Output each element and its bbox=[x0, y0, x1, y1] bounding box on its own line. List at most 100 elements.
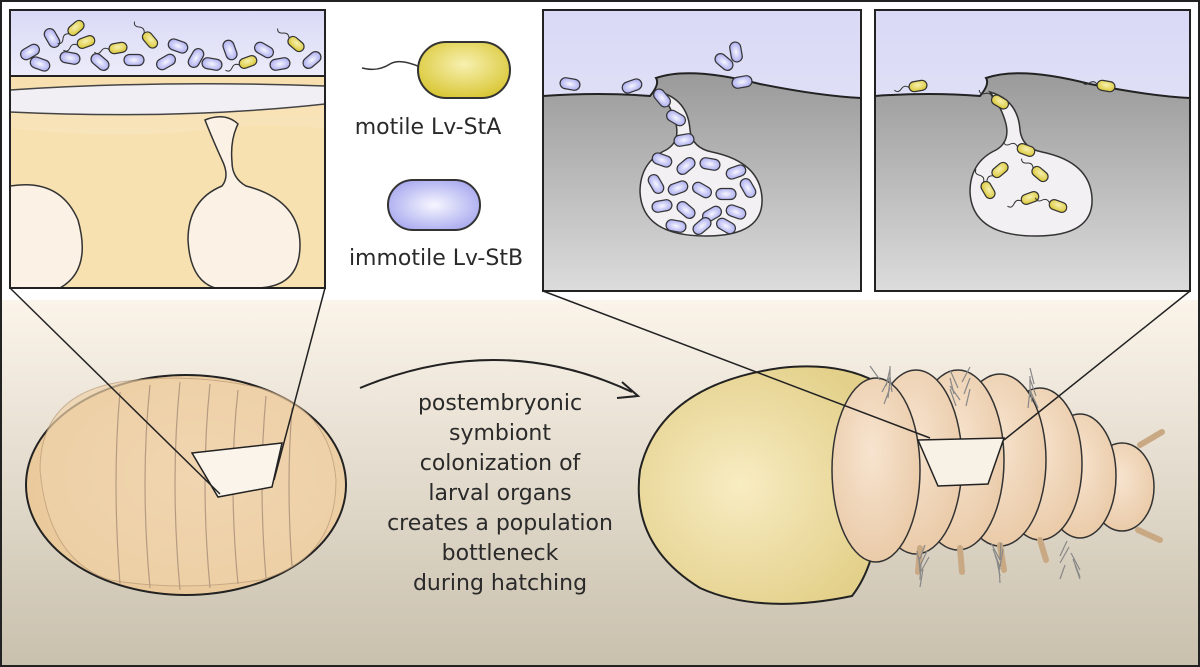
caption-line: larval organs bbox=[428, 481, 571, 506]
larva-hair bbox=[1029, 367, 1035, 385]
motile-bacterium bbox=[94, 41, 128, 55]
motile-bacterium bbox=[63, 35, 96, 52]
motile-bacterium bbox=[1007, 191, 1040, 208]
immotile-bacterium bbox=[725, 164, 747, 180]
larva-hair bbox=[1074, 564, 1081, 580]
panel-egg-section bbox=[10, 10, 325, 288]
immotile-bacterium bbox=[667, 180, 689, 196]
larva-hair bbox=[1029, 389, 1039, 409]
larva-hair bbox=[999, 542, 1002, 561]
motile-bacterium bbox=[57, 19, 85, 45]
motile-bacterium bbox=[1081, 79, 1116, 93]
larva-hair bbox=[1059, 546, 1070, 564]
larva-hair bbox=[949, 385, 961, 401]
immotile-bacterium bbox=[676, 157, 696, 175]
legend-immotile: immotile Lv-StB bbox=[349, 179, 523, 271]
immotile-bacterium bbox=[167, 38, 189, 54]
larva-hair bbox=[887, 379, 891, 399]
larva-hair bbox=[949, 369, 959, 389]
immotile-bacterium bbox=[731, 75, 753, 89]
larva-hair bbox=[965, 388, 971, 407]
immotile-bacterium bbox=[729, 41, 743, 63]
immotile-bacterium bbox=[43, 28, 61, 48]
immotile-bacterium bbox=[254, 41, 274, 59]
immotile-bacterium-icon bbox=[387, 179, 481, 231]
caption-line: bottleneck bbox=[442, 541, 559, 566]
larva-hair bbox=[1027, 389, 1031, 409]
larva-leg bbox=[1135, 527, 1163, 543]
immotile-bacterium bbox=[20, 43, 40, 61]
immotile-bacterium bbox=[201, 57, 223, 71]
immotile-bacterium bbox=[222, 39, 238, 61]
larva-hair bbox=[918, 556, 921, 574]
immotile-bacterium bbox=[676, 201, 696, 219]
immotile-bacterium bbox=[123, 53, 145, 67]
immotile-bacterium bbox=[621, 78, 643, 94]
legend-immotile-label: immotile Lv-StB bbox=[349, 246, 523, 271]
immotile-bacterium bbox=[699, 157, 721, 171]
motile-bacterium bbox=[1002, 141, 1036, 157]
larva-hair bbox=[1059, 564, 1066, 580]
caption-line: colonization of bbox=[420, 451, 582, 476]
larva-segment bbox=[831, 377, 921, 563]
larva-hair bbox=[919, 544, 926, 560]
immotile-bacterium bbox=[692, 217, 712, 235]
larva-hair bbox=[919, 568, 924, 588]
larva-leg bbox=[957, 545, 965, 575]
legend-motile-label: motile Lv-StA bbox=[355, 115, 502, 140]
larva-hair bbox=[1029, 386, 1033, 403]
motile-bacterium bbox=[974, 169, 996, 200]
immotile-bacterium bbox=[187, 48, 205, 68]
immotile-bacterium bbox=[739, 178, 757, 198]
panel-larva-motile bbox=[875, 10, 1190, 291]
immotile-bacterium bbox=[725, 204, 747, 220]
hatching-larva-illustration bbox=[637, 365, 1165, 605]
immotile-bacterium bbox=[559, 77, 581, 91]
larva-hair bbox=[1059, 540, 1068, 557]
larva-hair bbox=[999, 548, 1004, 568]
larva-zoom-window bbox=[916, 437, 1006, 487]
immotile-bacterium bbox=[692, 181, 712, 199]
immotile-bacterium bbox=[59, 51, 81, 65]
larva-hair bbox=[889, 376, 893, 393]
immotile-bacterium bbox=[673, 133, 695, 147]
motile-bacterium bbox=[1021, 158, 1049, 183]
immotile-bacterium bbox=[90, 53, 110, 71]
immotile-bacterium bbox=[665, 219, 687, 233]
motile-bacterium bbox=[225, 55, 258, 72]
larva-hair bbox=[1070, 552, 1081, 571]
immotile-bacterium bbox=[29, 56, 51, 72]
larva-leg bbox=[1137, 429, 1165, 448]
larva-hair bbox=[998, 566, 1001, 584]
immotile-bacterium bbox=[647, 174, 665, 194]
egg-illustration bbox=[25, 374, 347, 596]
larva-hair bbox=[919, 550, 928, 567]
larva-hair bbox=[919, 556, 930, 574]
immotile-bacterium bbox=[302, 51, 322, 69]
caption-line: creates a population bbox=[387, 511, 613, 536]
immotile-bacterium bbox=[269, 57, 291, 71]
larva-hair bbox=[949, 388, 957, 407]
legend: motile Lv-StA immotile Lv-StB bbox=[349, 41, 523, 271]
motile-bacterium bbox=[1034, 197, 1068, 213]
motile-bacterium bbox=[978, 89, 1010, 110]
larva-hair bbox=[963, 377, 971, 395]
immotile-bacterium bbox=[651, 199, 673, 213]
panel-larva-immotile bbox=[543, 10, 861, 291]
larva-leg bbox=[1037, 537, 1049, 563]
immotile-bacterium bbox=[715, 187, 737, 201]
immotile-bacterium bbox=[666, 109, 686, 127]
immotile-bacterium bbox=[716, 217, 736, 235]
legend-motile: motile Lv-StA bbox=[355, 41, 511, 140]
motile-bacterium-icon bbox=[417, 41, 511, 99]
immotile-bacterium bbox=[156, 53, 176, 71]
hatching-arrow bbox=[359, 358, 633, 393]
motile-bacterium bbox=[133, 21, 159, 49]
immotile-bacterium bbox=[651, 152, 673, 168]
egg-zoom-window bbox=[190, 442, 283, 498]
caption-line: postembryonic bbox=[418, 391, 582, 416]
immotile-bacterium bbox=[653, 88, 671, 108]
larva-hair bbox=[885, 368, 891, 387]
